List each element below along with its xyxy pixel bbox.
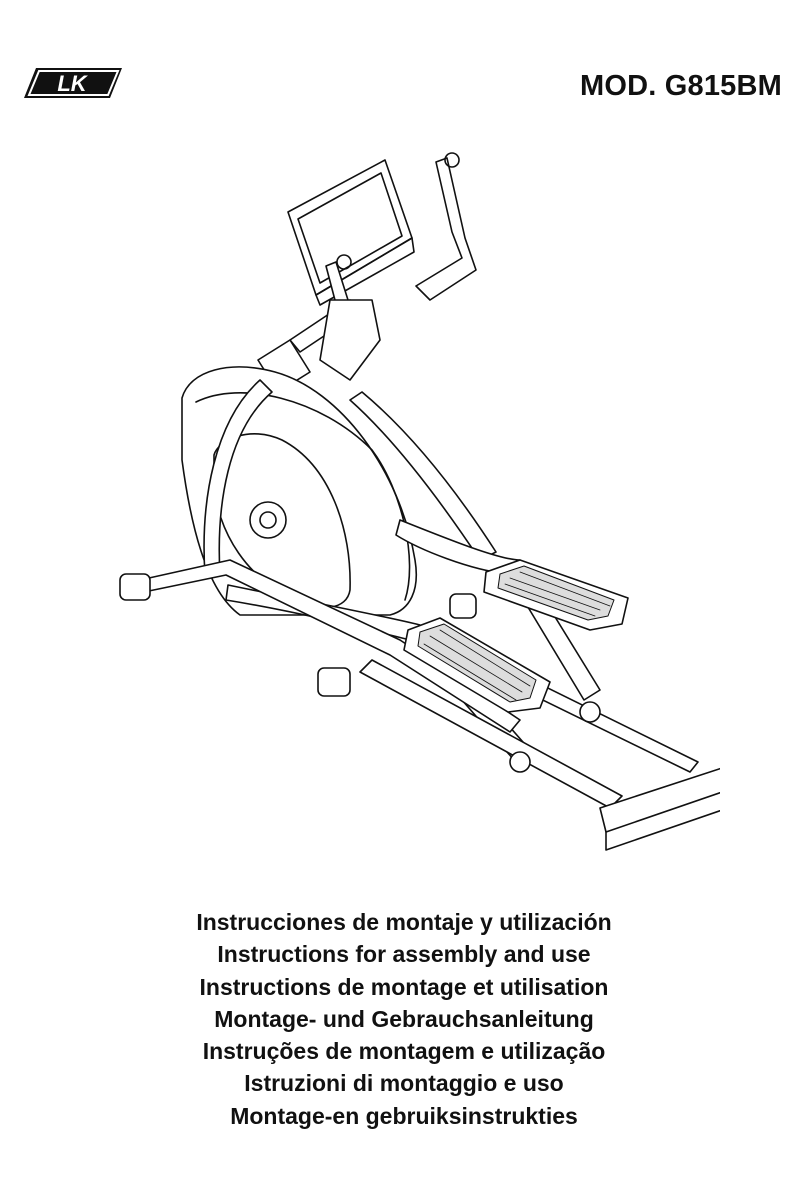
console-screen: [287, 159, 415, 306]
title-en: Instructions for assembly and use: [217, 941, 591, 968]
left-pedal: [403, 617, 551, 713]
elliptical-trainer-illustration: [119, 152, 720, 851]
base-frame: [139, 559, 521, 733]
title-nl: Montage-en gebruiksinstrukties: [230, 1102, 578, 1129]
manual-titles: Instrucciones de montaje y utilización I…: [0, 906, 808, 1132]
title-de: Montage- und Gebrauchsanleitung: [214, 1005, 594, 1032]
brand-logo: LK: [24, 68, 122, 98]
right-arm-tube: [349, 391, 497, 561]
title-fr: Instructions de montage et utilisation: [199, 973, 609, 1000]
pedal-carriages: [509, 701, 601, 773]
model-number: MOD. G815BM: [579, 70, 782, 102]
right-pedal-arm: [395, 519, 601, 701]
mast: [257, 299, 381, 393]
transport-wheels: [119, 573, 477, 697]
right-pedal: [483, 559, 629, 631]
logo-text: LK: [57, 71, 88, 96]
title-pt: Instruções de montagem e utilização: [202, 1038, 606, 1065]
right-handlebar: [415, 152, 477, 301]
title-es: Instrucciones de montaje y utilización: [196, 909, 612, 935]
title-it: Istruzioni di montaggio e uso: [244, 1070, 564, 1097]
